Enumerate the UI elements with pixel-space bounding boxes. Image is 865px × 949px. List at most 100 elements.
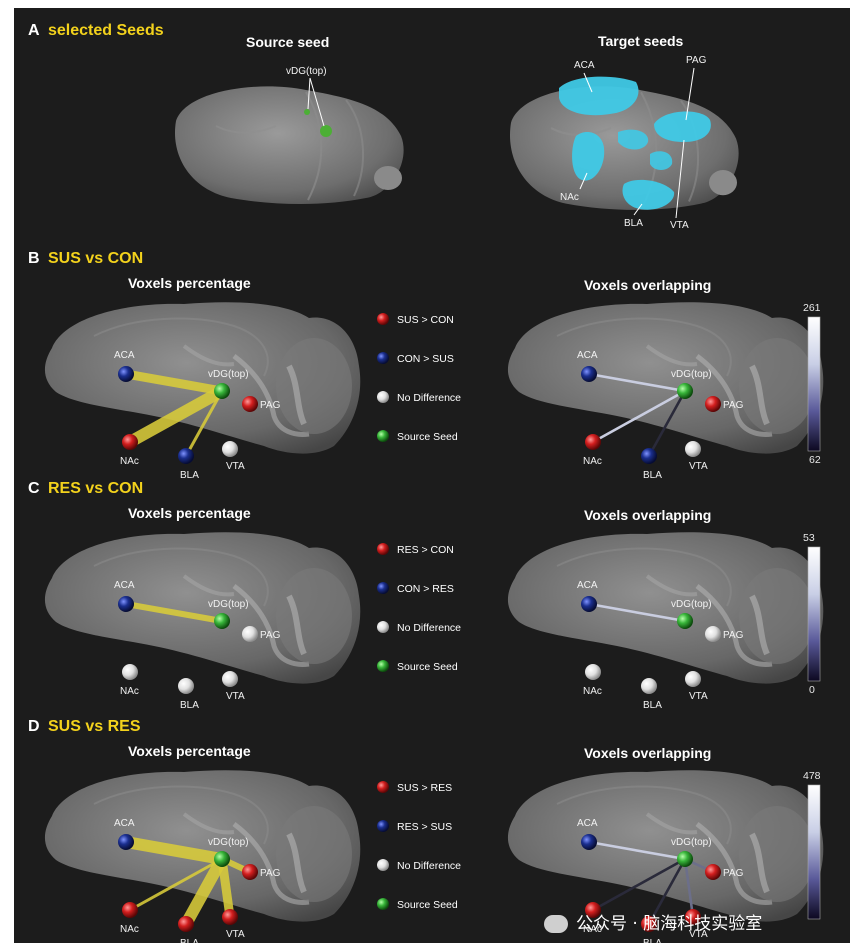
node-label-source: vDG(top) <box>671 599 712 610</box>
node-label-aca: ACA <box>114 350 135 361</box>
panel-letter: C <box>28 480 40 497</box>
colorbar-gradient <box>807 316 821 452</box>
node-label-bla: BLA <box>180 938 199 943</box>
node-label-aca: ACA <box>577 818 598 829</box>
edge-bla <box>180 853 228 930</box>
node-label-vta: VTA <box>226 461 245 472</box>
edge-vta <box>683 857 695 919</box>
node-bla <box>178 678 194 694</box>
node-bla <box>641 448 657 464</box>
node-label-source: vDG(top) <box>671 369 712 380</box>
legend-marker-red <box>377 313 389 325</box>
node-bla <box>641 678 657 694</box>
node-label-source: vDG(top) <box>208 369 249 380</box>
node-label-aca: ACA <box>577 580 598 591</box>
node-nac <box>585 664 601 680</box>
edge-aca <box>587 372 687 393</box>
node-nac <box>122 664 138 680</box>
legend-marker-green <box>377 898 389 910</box>
panel-a: A selected Seeds Source seed Target seed… <box>28 22 740 231</box>
node-source-seed <box>677 613 693 629</box>
legend-marker-blue <box>377 820 389 832</box>
node-label-source: vDG(top) <box>208 599 249 610</box>
node-label-pag: PAG <box>723 868 744 879</box>
brain-render <box>508 770 823 921</box>
legend-label: SUS > CON <box>397 314 454 326</box>
legend-marker-red <box>377 781 389 793</box>
panel-a-letter: A <box>28 22 40 39</box>
node-label-aca: ACA <box>577 350 598 361</box>
colorbar-gradient <box>807 784 821 920</box>
node-label-bla: BLA <box>180 700 199 711</box>
watermark-text: 公众号 · 脑海科技实验室 <box>576 914 763 934</box>
node-label-source: vDG(top) <box>208 837 249 848</box>
legend-marker-red <box>377 543 389 555</box>
target-brain-render: ACA PAG NAc BLA VTA <box>508 55 740 231</box>
brain-render <box>45 532 360 683</box>
node-bla <box>178 916 194 932</box>
legend-label: SUS > RES <box>397 782 452 794</box>
brain-render <box>45 302 360 453</box>
edge-aca <box>123 601 225 624</box>
panel-title: RES vs CON <box>48 480 143 497</box>
node-nac <box>585 902 601 918</box>
node-pag <box>705 626 721 642</box>
node-label-pag: PAG <box>260 630 281 641</box>
target-label-pag: PAG <box>686 55 707 66</box>
panel-title: SUS vs RES <box>48 718 141 735</box>
colorbar-max: 53 <box>803 532 815 544</box>
node-pag <box>242 396 258 412</box>
voxels-percentage-title: Voxels percentage <box>128 743 251 759</box>
node-nac <box>585 434 601 450</box>
watermark: 公众号 · 脑海科技实验室 <box>544 909 865 937</box>
target-label-vta: VTA <box>670 220 689 231</box>
node-source-seed <box>214 613 230 629</box>
legend-marker-white <box>377 859 389 871</box>
colorbar-max: 261 <box>803 302 821 314</box>
node-pag <box>242 864 258 880</box>
legend-label: Source Seed <box>397 661 458 673</box>
node-label-bla: BLA <box>643 700 662 711</box>
target-label-nac: NAc <box>560 192 579 203</box>
brain-render <box>508 532 823 683</box>
source-seed-title: Source seed <box>246 34 329 50</box>
node-label-nac: NAc <box>120 924 139 935</box>
colorbar-min: 0 <box>809 684 815 696</box>
legend-label: RES > CON <box>397 544 454 556</box>
source-seed-blob <box>320 125 332 137</box>
edge-nac <box>591 857 687 912</box>
node-source-seed <box>677 851 693 867</box>
target-seeds-title: Target seeds <box>598 33 684 49</box>
node-label-nac: NAc <box>583 456 602 467</box>
legend-marker-white <box>377 621 389 633</box>
node-label-aca: ACA <box>114 580 135 591</box>
colorbar: 53 0 <box>803 532 821 696</box>
node-label-bla: BLA <box>180 470 199 481</box>
colorbar-max: 478 <box>803 770 821 782</box>
figure-canvas: A selected Seeds Source seed Target seed… <box>28 22 850 943</box>
node-vta <box>222 441 238 457</box>
node-pag <box>705 864 721 880</box>
node-bla <box>641 916 657 932</box>
node-nac <box>122 902 138 918</box>
legend-label: Source Seed <box>397 899 458 911</box>
node-label-vta: VTA <box>689 929 708 940</box>
voxels-overlapping-title: Voxels overlapping <box>584 277 711 293</box>
legend-marker-blue <box>377 582 389 594</box>
node-vta <box>685 909 701 925</box>
node-aca <box>118 596 134 612</box>
node-aca <box>118 834 134 850</box>
legend-label: Source Seed <box>397 431 458 443</box>
edge-vta <box>217 854 235 922</box>
